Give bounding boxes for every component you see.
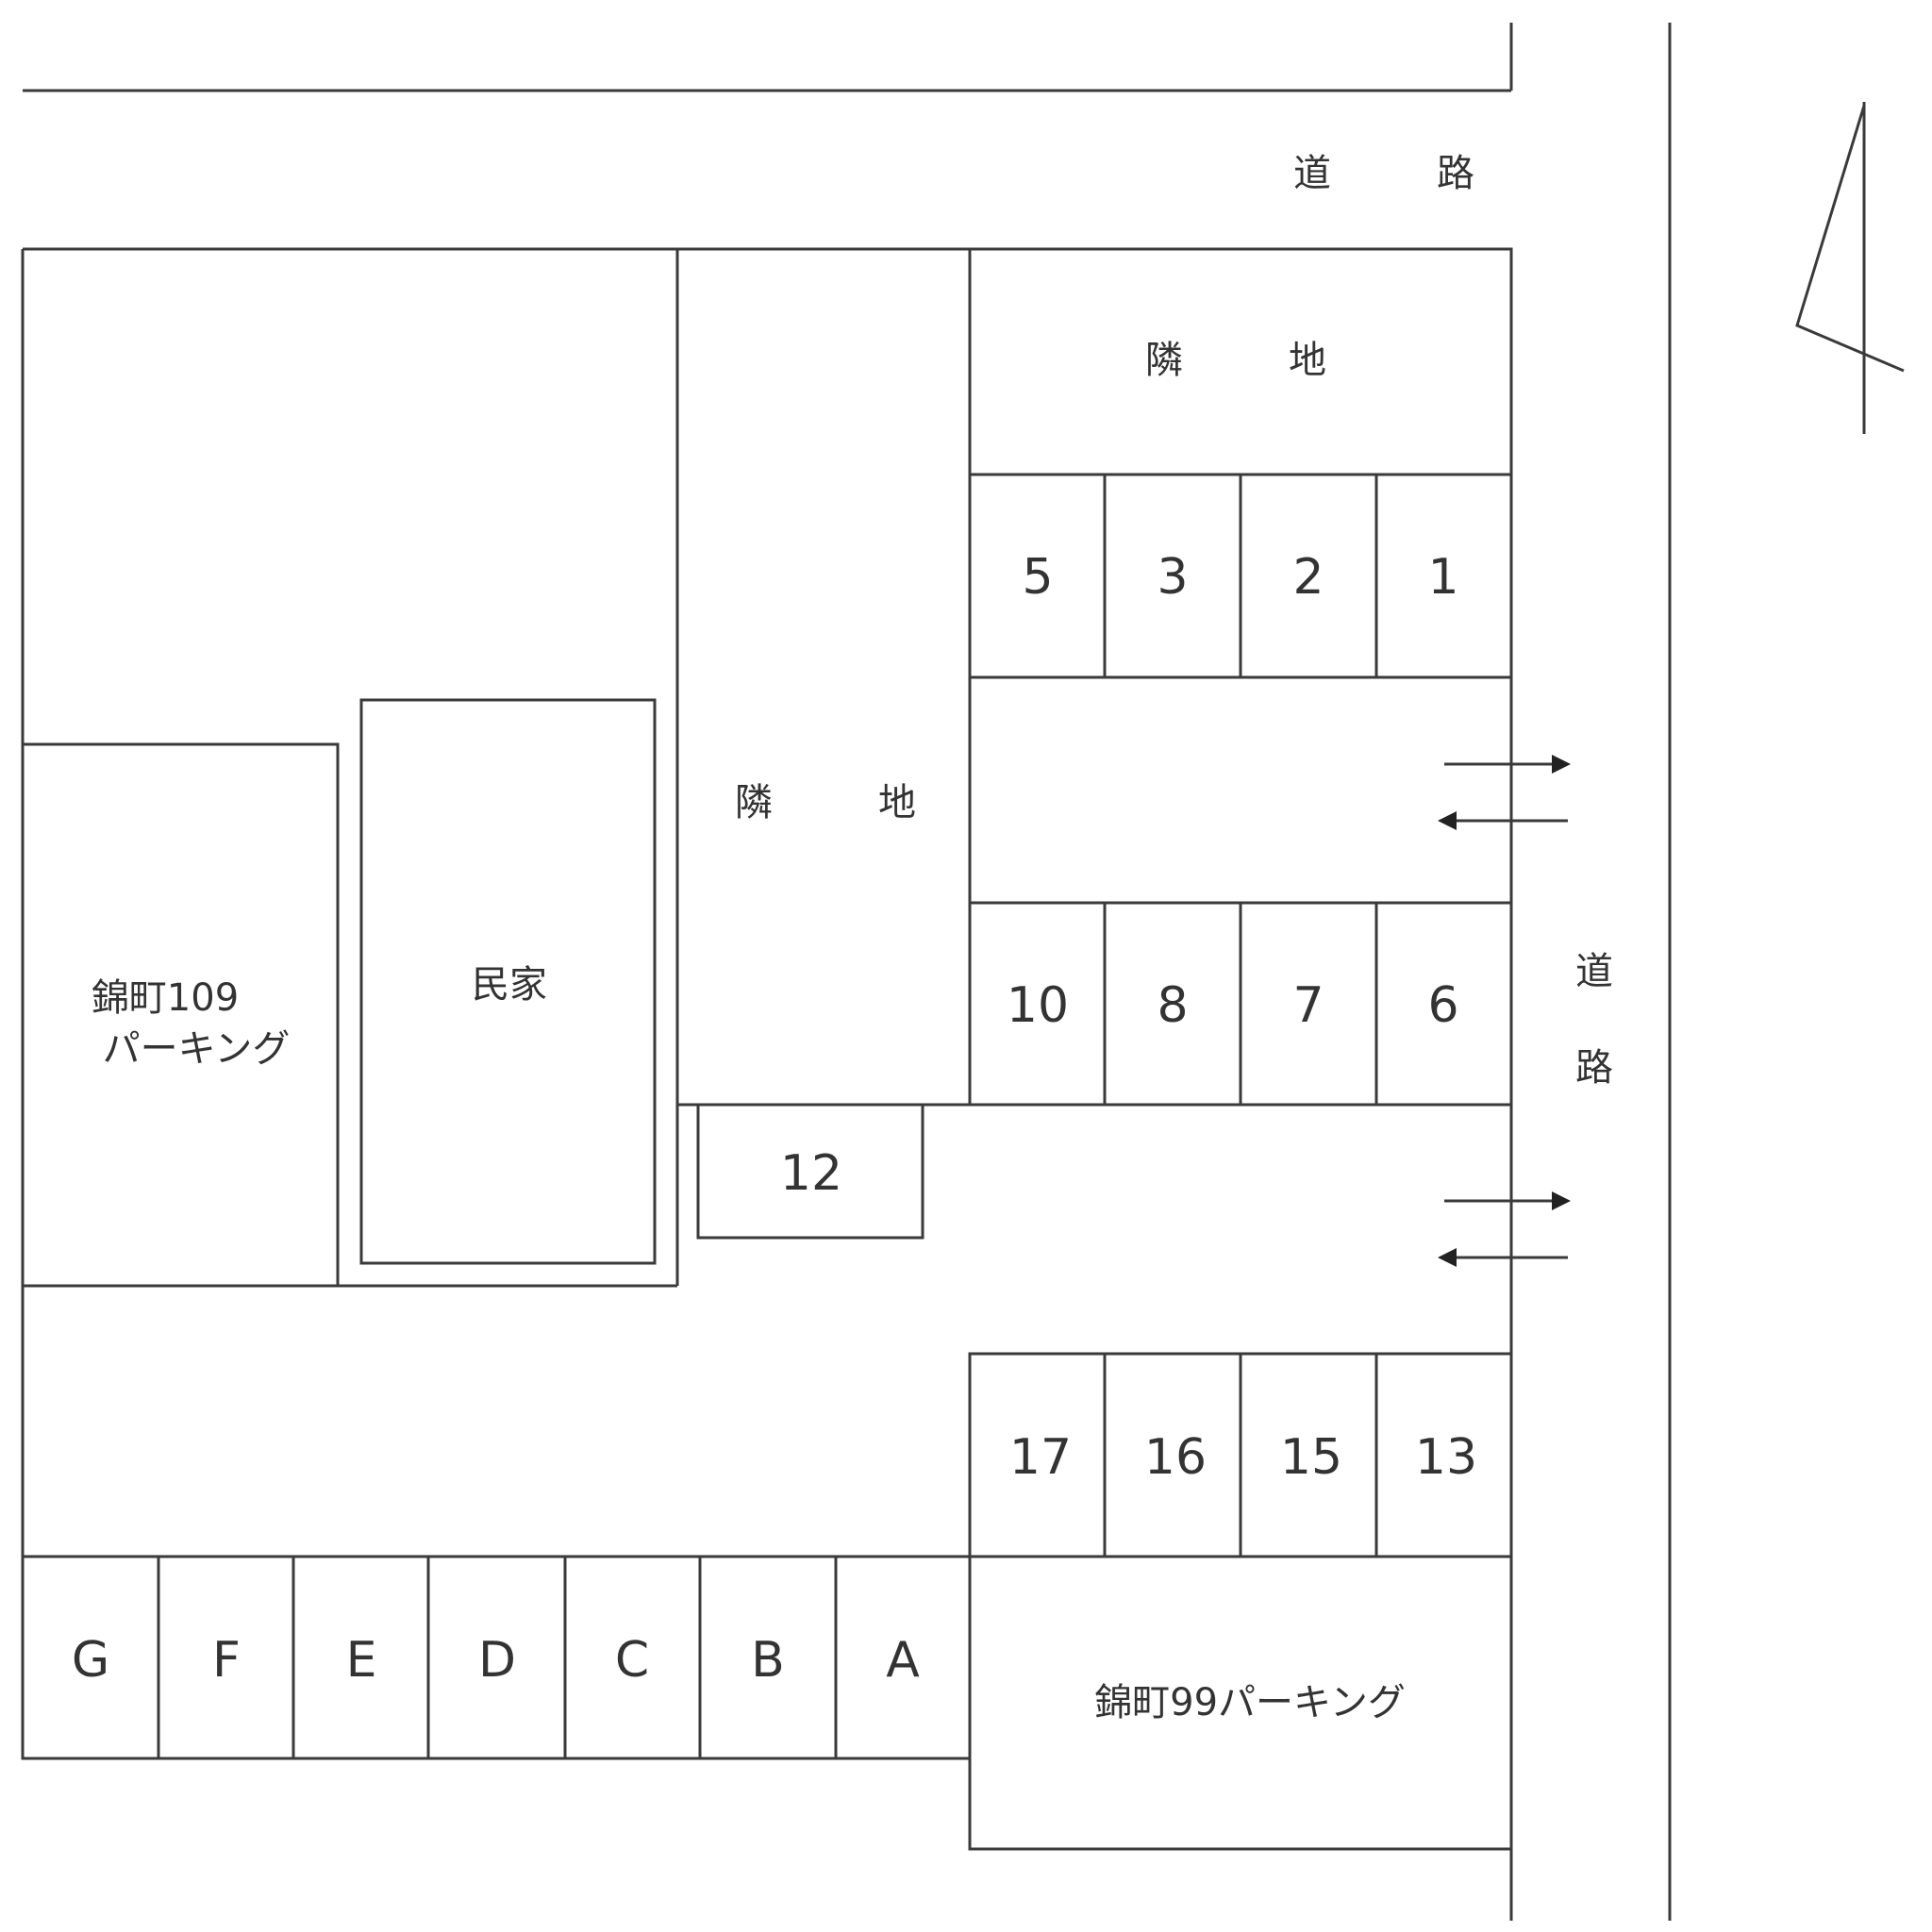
north-road: 道 路	[23, 23, 1513, 251]
parking-109-label-line1: 錦町109	[92, 976, 239, 1020]
stall-number: 1	[1427, 549, 1458, 606]
stall-number: 15	[1280, 1429, 1342, 1486]
parking-109-label-line2: パーキング	[103, 1027, 291, 1071]
stall-number: 2	[1292, 549, 1324, 606]
parking-stall[interactable]	[157, 1555, 295, 1760]
arrow-right-icon-head	[1552, 1191, 1571, 1210]
stall-number: 7	[1292, 977, 1324, 1034]
parking-stall[interactable]	[1239, 473, 1378, 679]
parking-stall[interactable]	[1239, 1352, 1378, 1558]
stall-letter: C	[615, 1632, 649, 1689]
parking-stall[interactable]	[1374, 901, 1513, 1107]
east-road-label-top: 道	[1575, 950, 1613, 993]
neighbor-lot-label: 隣 地	[735, 781, 950, 824]
stall-letter: D	[478, 1632, 516, 1689]
stall-number: 3	[1157, 549, 1188, 606]
parking-stall[interactable]	[834, 1555, 972, 1760]
stall-letter: G	[72, 1632, 109, 1689]
parking-stall[interactable]	[968, 901, 1107, 1107]
parking-stall[interactable]	[968, 473, 1107, 679]
stall-letter: B	[751, 1632, 785, 1689]
parking-stall[interactable]	[291, 1555, 430, 1760]
stall-number: 16	[1144, 1429, 1207, 1486]
stall-letter: F	[212, 1632, 241, 1689]
stall-number: 17	[1009, 1429, 1072, 1486]
private-house: 民家	[359, 698, 657, 1265]
left-properties: 錦町109 パーキング 民家	[21, 249, 677, 1758]
neighbor-lot-label: 隣 地	[1145, 339, 1360, 382]
east-road-label-bottom: 路	[1575, 1046, 1613, 1090]
arrow-right-icon-head	[1552, 755, 1571, 774]
parking-stall[interactable]	[696, 1103, 924, 1240]
parking-stall[interactable]	[1103, 901, 1242, 1107]
parking-stall[interactable]	[1374, 1352, 1513, 1558]
stall-row-1: 5 3 2 1	[968, 473, 1513, 679]
parking-109: 錦町109 パーキング	[21, 742, 340, 1288]
parking-stall[interactable]	[21, 1555, 160, 1760]
stall-letter: E	[346, 1632, 377, 1689]
parking-stall[interactable]	[1103, 1352, 1242, 1558]
stall-12[interactable]: 12	[696, 1103, 924, 1240]
north-road-label: 道 路	[1293, 152, 1508, 195]
stall-letter: A	[886, 1632, 920, 1689]
arrow-left-icon-head	[1438, 1248, 1457, 1267]
entrance-arrows-2	[1438, 1191, 1571, 1267]
stall-number: 6	[1427, 977, 1458, 1034]
parking-99: 錦町99パーキング	[968, 1555, 1513, 1851]
parking-stall[interactable]	[1374, 473, 1513, 679]
east-road: 道 路	[1509, 23, 1672, 1921]
parking-99-label: 錦町99パーキング	[1094, 1681, 1406, 1724]
parking-stall[interactable]	[698, 1555, 838, 1760]
parking-stall[interactable]	[426, 1555, 567, 1760]
neighbor-lot-top-right: 隣 地	[968, 247, 1513, 476]
stall-row-2: 10 8 7 6	[968, 901, 1513, 1107]
arrow-left-icon-head	[1438, 811, 1457, 830]
parking-stall[interactable]	[563, 1555, 702, 1760]
parking-stall[interactable]	[968, 1352, 1107, 1558]
stall-row-3: 17 16 15 13	[968, 1352, 1513, 1558]
stall-number: 10	[1007, 977, 1069, 1034]
stall-number: 8	[1157, 977, 1188, 1034]
parking-stall[interactable]	[1239, 901, 1378, 1107]
north-arrow-icon	[1795, 102, 1905, 434]
entrance-arrows-1	[1438, 755, 1571, 830]
stall-number: 12	[780, 1145, 842, 1202]
stall-number: 5	[1022, 549, 1053, 606]
stall-row-lettered: G F E D C B A	[21, 1555, 972, 1760]
stall-number: 13	[1415, 1429, 1477, 1486]
private-house-label: 民家	[472, 963, 547, 1007]
parking-stall[interactable]	[1103, 473, 1242, 679]
